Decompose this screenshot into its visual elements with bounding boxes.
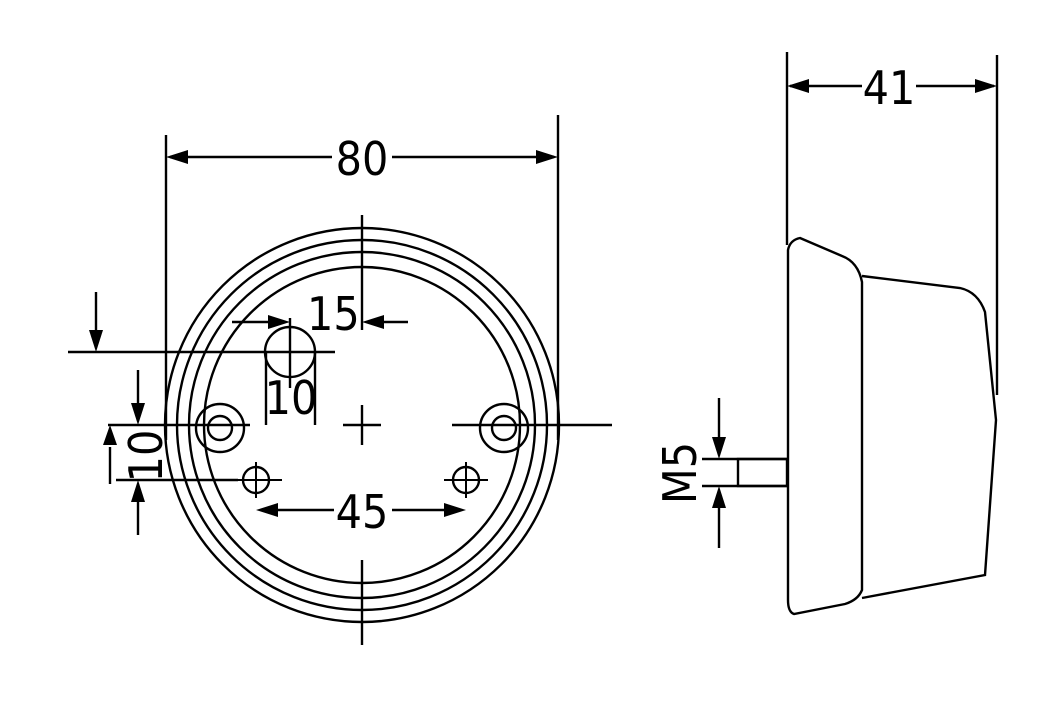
arrowhead-right xyxy=(975,79,997,93)
dimension-hole-offset: 15 xyxy=(232,287,408,341)
hole-diameter-label: 10 xyxy=(265,371,318,425)
dimension-vertical-offset: 10 xyxy=(103,370,238,535)
dimension-mount-spacing: 45 xyxy=(256,485,466,539)
mount-spacing-label: 45 xyxy=(336,485,389,539)
dimension-depth: 41 xyxy=(785,52,999,395)
mounting-stud xyxy=(736,457,789,488)
right-mount-boss xyxy=(478,402,530,454)
arrowhead-right xyxy=(362,315,384,329)
vertical-offset-label: 10 xyxy=(119,430,173,483)
arrowhead-top xyxy=(89,330,103,352)
dimension-cable-hole-height xyxy=(68,292,335,354)
arrowhead-left xyxy=(787,79,809,93)
hole-offset-label: 15 xyxy=(307,287,360,341)
arrowhead-left xyxy=(256,503,278,517)
depth-label: 41 xyxy=(863,61,916,115)
arrowhead-top xyxy=(712,437,726,459)
dimension-overall-width: 80 xyxy=(164,115,560,440)
right-mount-hole xyxy=(490,414,518,442)
left-mount-hole xyxy=(206,414,234,442)
left-mount-boss xyxy=(194,402,246,454)
arrowhead-right xyxy=(444,503,466,517)
side-view: 41 M5 xyxy=(653,52,999,616)
arrowhead-left xyxy=(166,150,188,164)
arrowhead-top xyxy=(131,403,145,425)
housing-profile xyxy=(861,274,998,600)
arrowhead-left xyxy=(268,315,290,329)
dimension-thread: M5 xyxy=(653,398,726,548)
small-arrowhead xyxy=(103,425,117,445)
thread-label: M5 xyxy=(653,442,707,504)
front-view: 80 15 10 10 xyxy=(68,115,612,645)
arrowhead-right xyxy=(536,150,558,164)
arrowhead-bottom xyxy=(712,486,726,508)
lens-profile xyxy=(786,236,864,616)
overall-width-label: 80 xyxy=(336,132,389,186)
arrowhead-bottom xyxy=(131,480,145,502)
